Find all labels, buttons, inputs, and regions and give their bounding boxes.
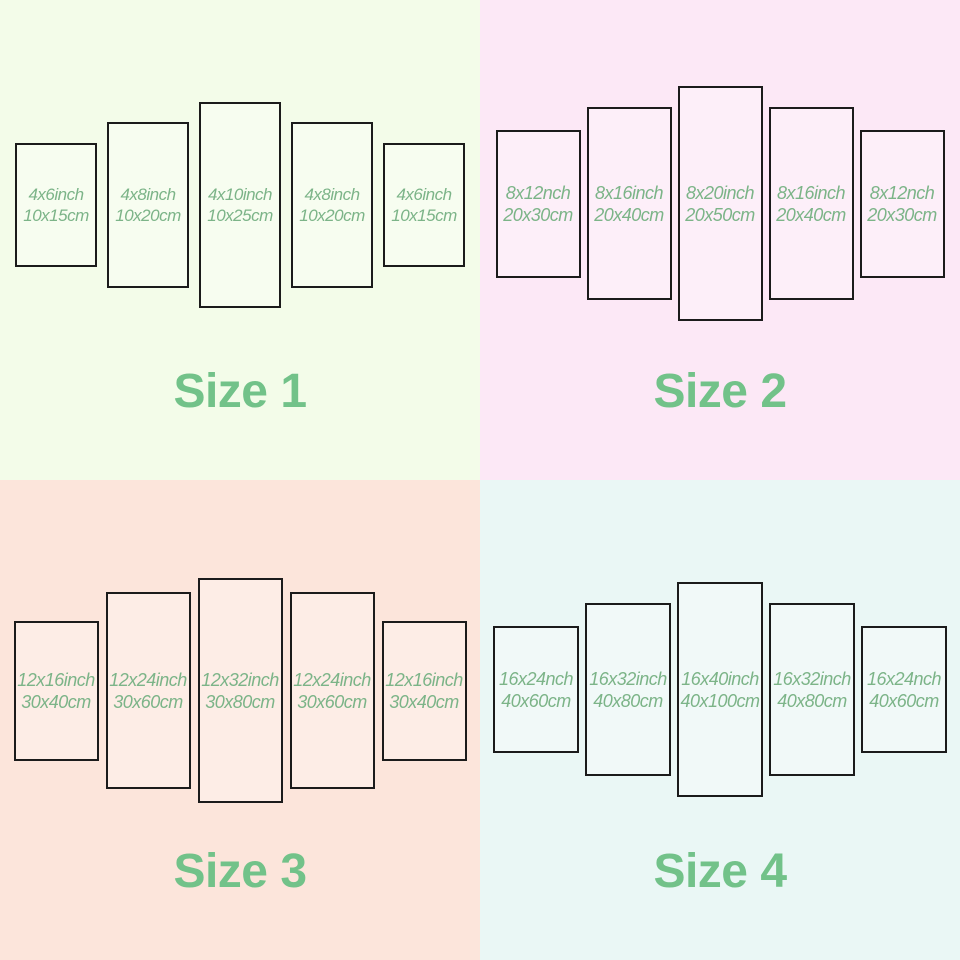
canvas-panels-row: 4x6inch 10x15cm 4x8inch 10x20cm 4x10inch…: [0, 102, 480, 308]
canvas-panel: 12x16inch 30x40cm: [13, 620, 99, 761]
panel-size-cm: 40x100cm: [680, 690, 760, 711]
panel-size-label: 8x16inch 20x40cm: [594, 182, 664, 226]
panel-size-cm: 40x60cm: [501, 690, 571, 711]
panel-size-inch: 4x6inch: [28, 185, 84, 204]
canvas-panel: 16x32inch 40x80cm: [585, 603, 671, 776]
panel-size-cm: 30x40cm: [389, 691, 459, 712]
panel-size-cm: 20x30cm: [503, 204, 573, 225]
canvas-panels-row: 16x24nch 40x60cm 16x32inch 40x80cm 16x40…: [480, 582, 960, 797]
panel-size-label: 12x32inch 30x80cm: [201, 669, 279, 713]
canvas-panels-row: 12x16inch 30x40cm 12x24inch 30x60cm 12x3…: [0, 578, 480, 803]
canvas-panel: 12x24inch 30x60cm: [289, 592, 375, 789]
canvas-panel: 12x32inch 30x80cm: [197, 578, 283, 803]
panel-size-cm: 20x40cm: [594, 204, 664, 225]
canvas-panel: 8x12nch 20x30cm: [859, 129, 945, 278]
size-title: Size 1: [173, 365, 307, 418]
panel-size-label: 8x20inch 20x50cm: [685, 182, 755, 226]
canvas-panel: 4x8inch 10x20cm: [107, 122, 189, 288]
panel-size-inch: 12x16inch: [17, 669, 95, 690]
panel-size-inch: 16x24nch: [498, 668, 574, 689]
panel-size-cm: 30x40cm: [21, 691, 91, 712]
panel-size-label: 4x10inch 10x25cm: [207, 184, 273, 226]
panel-size-inch: 8x16inch: [776, 182, 846, 203]
panel-size-label: 4x8inch 10x20cm: [299, 184, 365, 226]
panel-size-label: 8x12nch 20x30cm: [503, 182, 573, 226]
panel-size-inch: 4x8inch: [120, 185, 176, 204]
panel-size-label: 16x32inch 40x80cm: [589, 668, 667, 712]
panel-size-inch: 8x16inch: [594, 182, 664, 203]
panel-size-inch: 16x40inch: [681, 668, 759, 689]
panel-size-label: 16x32inch 40x80cm: [773, 668, 851, 712]
canvas-panel: 8x16inch 20x40cm: [586, 107, 672, 300]
panel-size-inch: 12x32inch: [201, 669, 279, 690]
panel-size-inch: 12x16inch: [385, 669, 463, 690]
canvas-panel: 8x20inch 20x50cm: [677, 86, 763, 321]
panel-size-inch: 12x24inch: [293, 669, 371, 690]
panel-size-inch: 16x32inch: [589, 668, 667, 689]
panel-size-label: 12x16inch 30x40cm: [17, 669, 95, 713]
panel-size-cm: 10x15cm: [391, 206, 457, 225]
panel-size-cm: 10x15cm: [23, 206, 89, 225]
panel-size-cm: 20x40cm: [776, 204, 846, 225]
canvas-panel: 4x8inch 10x20cm: [291, 122, 373, 288]
canvas-panel: 8x16inch 20x40cm: [768, 107, 854, 300]
panel-size-label: 12x16inch 30x40cm: [385, 669, 463, 713]
canvas-panel: 4x6inch 10x15cm: [15, 143, 97, 267]
panel-size-cm: 30x80cm: [205, 691, 275, 712]
canvas-panel: 16x24nch 40x60cm: [861, 626, 947, 753]
size-title: Size 3: [173, 845, 307, 898]
panel-size-label: 12x24inch 30x60cm: [293, 669, 371, 713]
panel-size-inch: 8x12nch: [869, 182, 935, 203]
panel-size-cm: 10x20cm: [299, 206, 365, 225]
canvas-panel: 8x12nch 20x30cm: [495, 129, 581, 278]
panel-size-label: 4x6inch 10x15cm: [391, 184, 457, 226]
canvas-panel: 4x6inch 10x15cm: [383, 143, 465, 267]
canvas-panel: 12x16inch 30x40cm: [381, 620, 467, 761]
panel-size-label: 16x24nch 40x60cm: [498, 668, 574, 712]
quadrant-size-1: 4x6inch 10x15cm 4x8inch 10x20cm 4x10inch…: [0, 0, 480, 480]
panel-size-cm: 40x80cm: [593, 690, 663, 711]
panel-size-inch: 12x24inch: [109, 669, 187, 690]
quadrant-size-3: 12x16inch 30x40cm 12x24inch 30x60cm 12x3…: [0, 480, 480, 960]
panel-size-inch: 8x12nch: [505, 182, 571, 203]
panel-size-inch: 8x20inch: [685, 182, 755, 203]
canvas-panel: 12x24inch 30x60cm: [105, 592, 191, 789]
size-title: Size 4: [653, 845, 787, 898]
panel-size-cm: 10x20cm: [115, 206, 181, 225]
panel-size-inch: 4x8inch: [304, 185, 360, 204]
panel-size-cm: 20x50cm: [685, 204, 755, 225]
panel-size-label: 4x8inch 10x20cm: [115, 184, 181, 226]
panel-size-inch: 4x6inch: [396, 185, 452, 204]
panel-size-inch: 16x32inch: [773, 668, 851, 689]
quadrant-size-2: 8x12nch 20x30cm 8x16inch 20x40cm 8x20inc…: [480, 0, 960, 480]
canvas-panel: 16x40inch 40x100cm: [677, 582, 763, 797]
quadrant-size-4: 16x24nch 40x60cm 16x32inch 40x80cm 16x40…: [480, 480, 960, 960]
panel-size-inch: 4x10inch: [207, 185, 273, 204]
panel-size-label: 12x24inch 30x60cm: [109, 669, 187, 713]
panel-size-label: 16x40inch 40x100cm: [680, 668, 760, 712]
canvas-panel: 16x32inch 40x80cm: [769, 603, 855, 776]
panel-size-inch: 16x24nch: [866, 668, 942, 689]
panel-size-cm: 20x30cm: [867, 204, 937, 225]
panel-size-label: 16x24nch 40x60cm: [866, 668, 942, 712]
panel-size-label: 8x16inch 20x40cm: [776, 182, 846, 226]
panel-size-cm: 40x60cm: [869, 690, 939, 711]
panel-size-cm: 40x80cm: [777, 690, 847, 711]
panel-size-label: 4x6inch 10x15cm: [23, 184, 89, 226]
panel-size-label: 8x12nch 20x30cm: [867, 182, 937, 226]
size-title: Size 2: [653, 365, 787, 418]
canvas-panels-row: 8x12nch 20x30cm 8x16inch 20x40cm 8x20inc…: [480, 86, 960, 321]
panel-size-cm: 30x60cm: [113, 691, 183, 712]
canvas-panel: 4x10inch 10x25cm: [199, 102, 281, 308]
panel-size-cm: 30x60cm: [297, 691, 367, 712]
panel-size-cm: 10x25cm: [207, 206, 273, 225]
canvas-panel: 16x24nch 40x60cm: [493, 626, 579, 753]
